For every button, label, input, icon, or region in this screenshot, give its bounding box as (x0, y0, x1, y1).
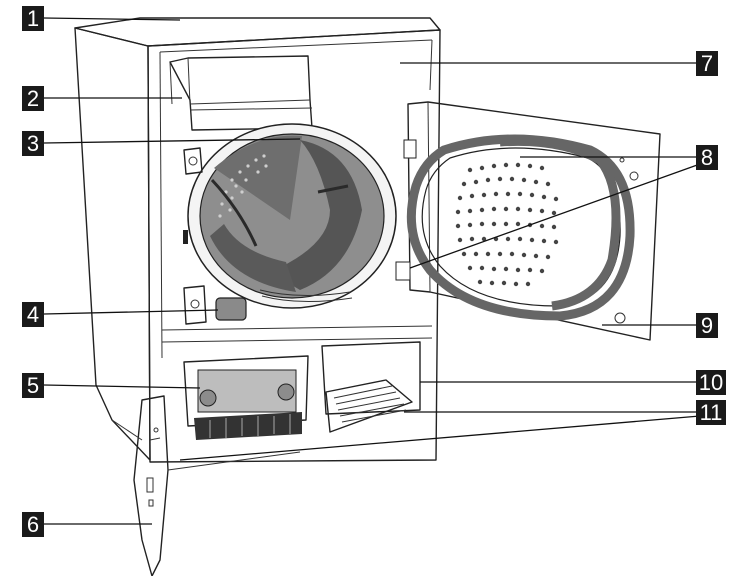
control-panel (169, 55, 313, 131)
callout-7: 7 (696, 51, 718, 76)
leader-4 (43, 309, 219, 315)
drum-opening (187, 123, 397, 309)
leader-8b (409, 163, 701, 269)
filter-perforations (455, 162, 559, 287)
plinth-door (111, 395, 301, 576)
svg-text:11: 11 (700, 400, 723, 425)
svg-text:1: 1 (27, 6, 39, 31)
lower-front-panel (161, 325, 433, 415)
svg-text:3: 3 (27, 131, 39, 156)
callout-5: 5 (22, 373, 44, 398)
svg-text:4: 4 (27, 302, 39, 327)
heat-exchanger (183, 355, 309, 440)
rating-plate (215, 297, 247, 321)
door-hinge-left (183, 147, 207, 325)
callout-11: 11 (696, 400, 726, 425)
svg-text:7: 7 (701, 51, 713, 76)
svg-text:10: 10 (699, 370, 723, 395)
drum-perforations (218, 154, 268, 218)
leader-lines (43, 17, 701, 525)
leader-3 (43, 138, 301, 144)
callout-9: 9 (696, 313, 718, 338)
svg-text:2: 2 (27, 86, 39, 111)
callout-2: 2 (22, 86, 44, 111)
callout-3: 3 (22, 131, 44, 156)
leader-11b (179, 415, 701, 461)
svg-text:8: 8 (701, 145, 713, 170)
svg-text:5: 5 (27, 373, 39, 398)
svg-text:9: 9 (701, 313, 713, 338)
svg-text:6: 6 (27, 512, 39, 537)
callout-6: 6 (22, 512, 44, 537)
air-vents (325, 379, 413, 433)
callout-8: 8 (696, 145, 718, 170)
dryer-cabinet (74, 17, 441, 463)
leader-1 (43, 17, 181, 21)
door-filter (406, 134, 635, 321)
callout-1: 1 (22, 6, 44, 31)
callout-10: 10 (696, 370, 726, 395)
callout-4: 4 (22, 302, 44, 327)
leader-5 (43, 384, 201, 389)
